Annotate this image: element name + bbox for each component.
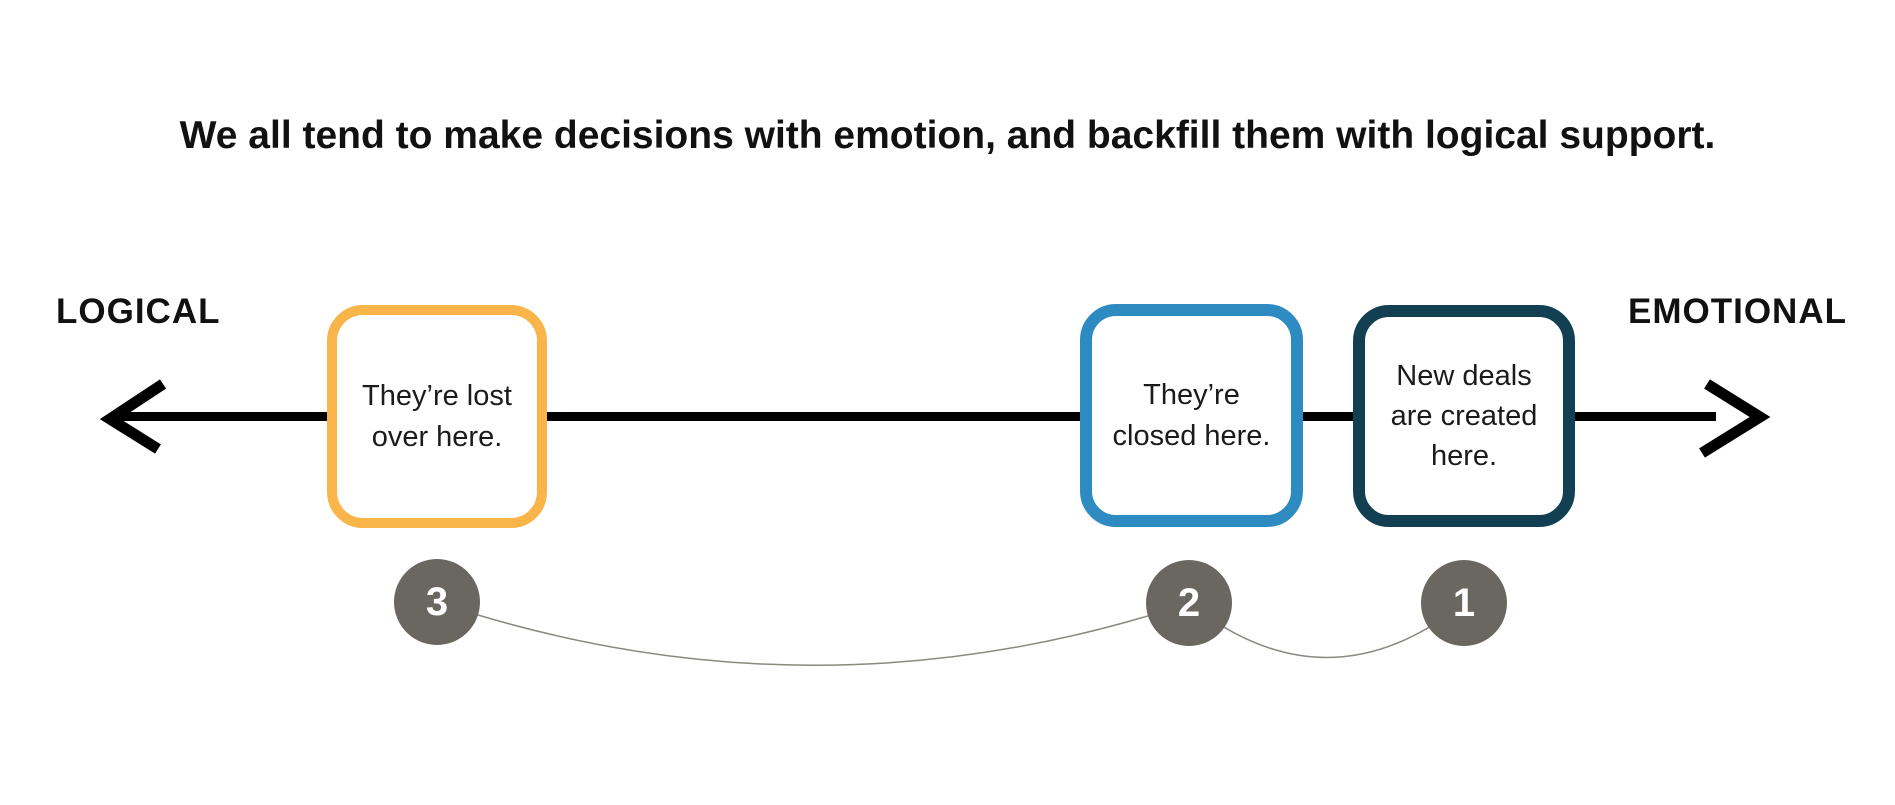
stage-number-1-label: 1: [1452, 580, 1476, 625]
stage-number-2-label: 2: [1177, 580, 1201, 625]
stage-box-lost: They’re lost over here.: [327, 305, 547, 528]
stage-number-badge-3: 3: [394, 559, 480, 645]
logical-axis-label: LOGICAL: [56, 292, 221, 331]
stage-number-badge-1: 1: [1421, 560, 1507, 646]
emotional-axis-label: EMOTIONAL: [1628, 292, 1847, 331]
stage-box-new-deals-text: New deals are created here.: [1390, 359, 1538, 472]
stage-box-new-deals: New deals are created here.: [1353, 305, 1575, 527]
stage-box-closed-text: They’re closed here.: [1112, 379, 1271, 452]
arrow-left-icon: [99, 379, 167, 454]
connector-curve-3-to-2: [436, 601, 1190, 666]
stage-box-closed: They’re closed here.: [1080, 304, 1303, 527]
stage-box-lost-text: They’re lost over here.: [362, 380, 512, 453]
page-title: We all tend to make decisions with emoti…: [179, 114, 1716, 157]
arrow-right-icon: [1699, 379, 1771, 458]
stage-number-3-label: 3: [425, 579, 449, 624]
stage-number-badge-2: 2: [1146, 560, 1232, 646]
